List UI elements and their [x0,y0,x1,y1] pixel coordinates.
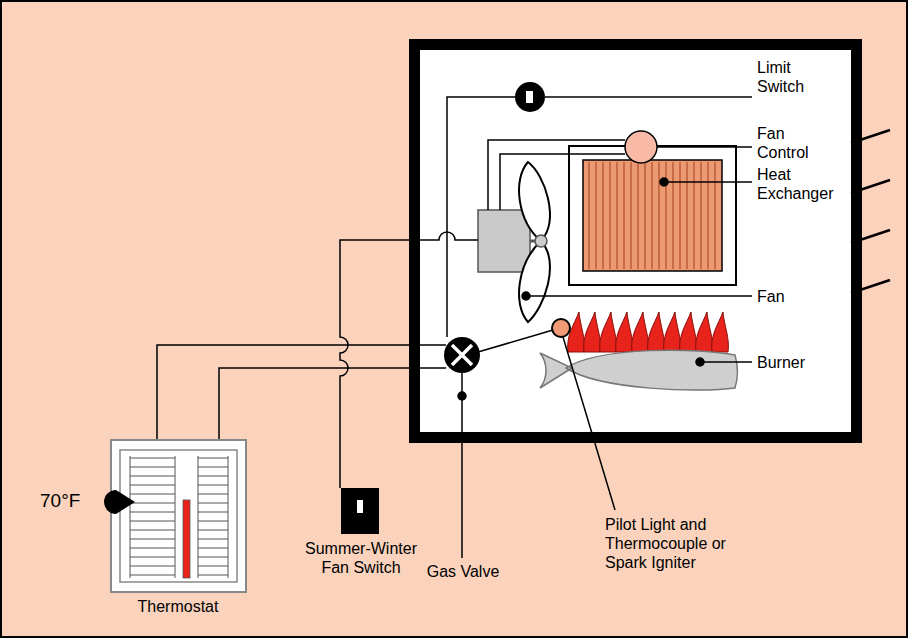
wires [157,97,625,488]
thermostat-face [120,450,237,582]
fan-hub [535,235,547,247]
part-label: Gas Valve [413,562,513,581]
setpoint-pointer [104,490,135,514]
gas-valve-mark [452,345,472,365]
limit-switch [515,82,545,112]
thermostat-mercury [183,500,190,578]
heat-exchanger-frame [569,146,736,285]
part-label: Fan [757,287,817,306]
pilot-light [552,319,570,337]
leader-lines [458,97,752,558]
setpoint-label: 70°F [40,490,102,512]
part-label: Thermostat [123,597,233,616]
part-label: Limit Switch [757,58,819,96]
fan-switch-toggle [357,500,363,513]
thermostat-scale [130,456,228,578]
fan-switch [341,488,379,534]
heat-exchanger [583,160,722,271]
fan-motor [478,210,530,272]
part-label: Pilot Light and Thermocouple or Spark Ig… [605,515,755,572]
part-label: Heat Exchanger [757,165,849,203]
cabinet [409,39,862,443]
cabinet-fins [851,130,890,293]
burner [540,350,737,390]
cabinet-inside [420,50,851,432]
thermostat [111,440,246,592]
burner-flames [568,312,729,352]
part-label: Burner [757,353,837,372]
limit-switch-mark [526,91,533,103]
heat-exchanger-stripes [589,162,715,269]
gas-valve [444,337,480,373]
fan-blade [519,241,550,322]
fan-blade [519,162,550,241]
part-label: Summer-Winter Fan Switch [300,539,422,577]
part-label: Fan Control [757,124,829,162]
fan-control [625,131,657,163]
